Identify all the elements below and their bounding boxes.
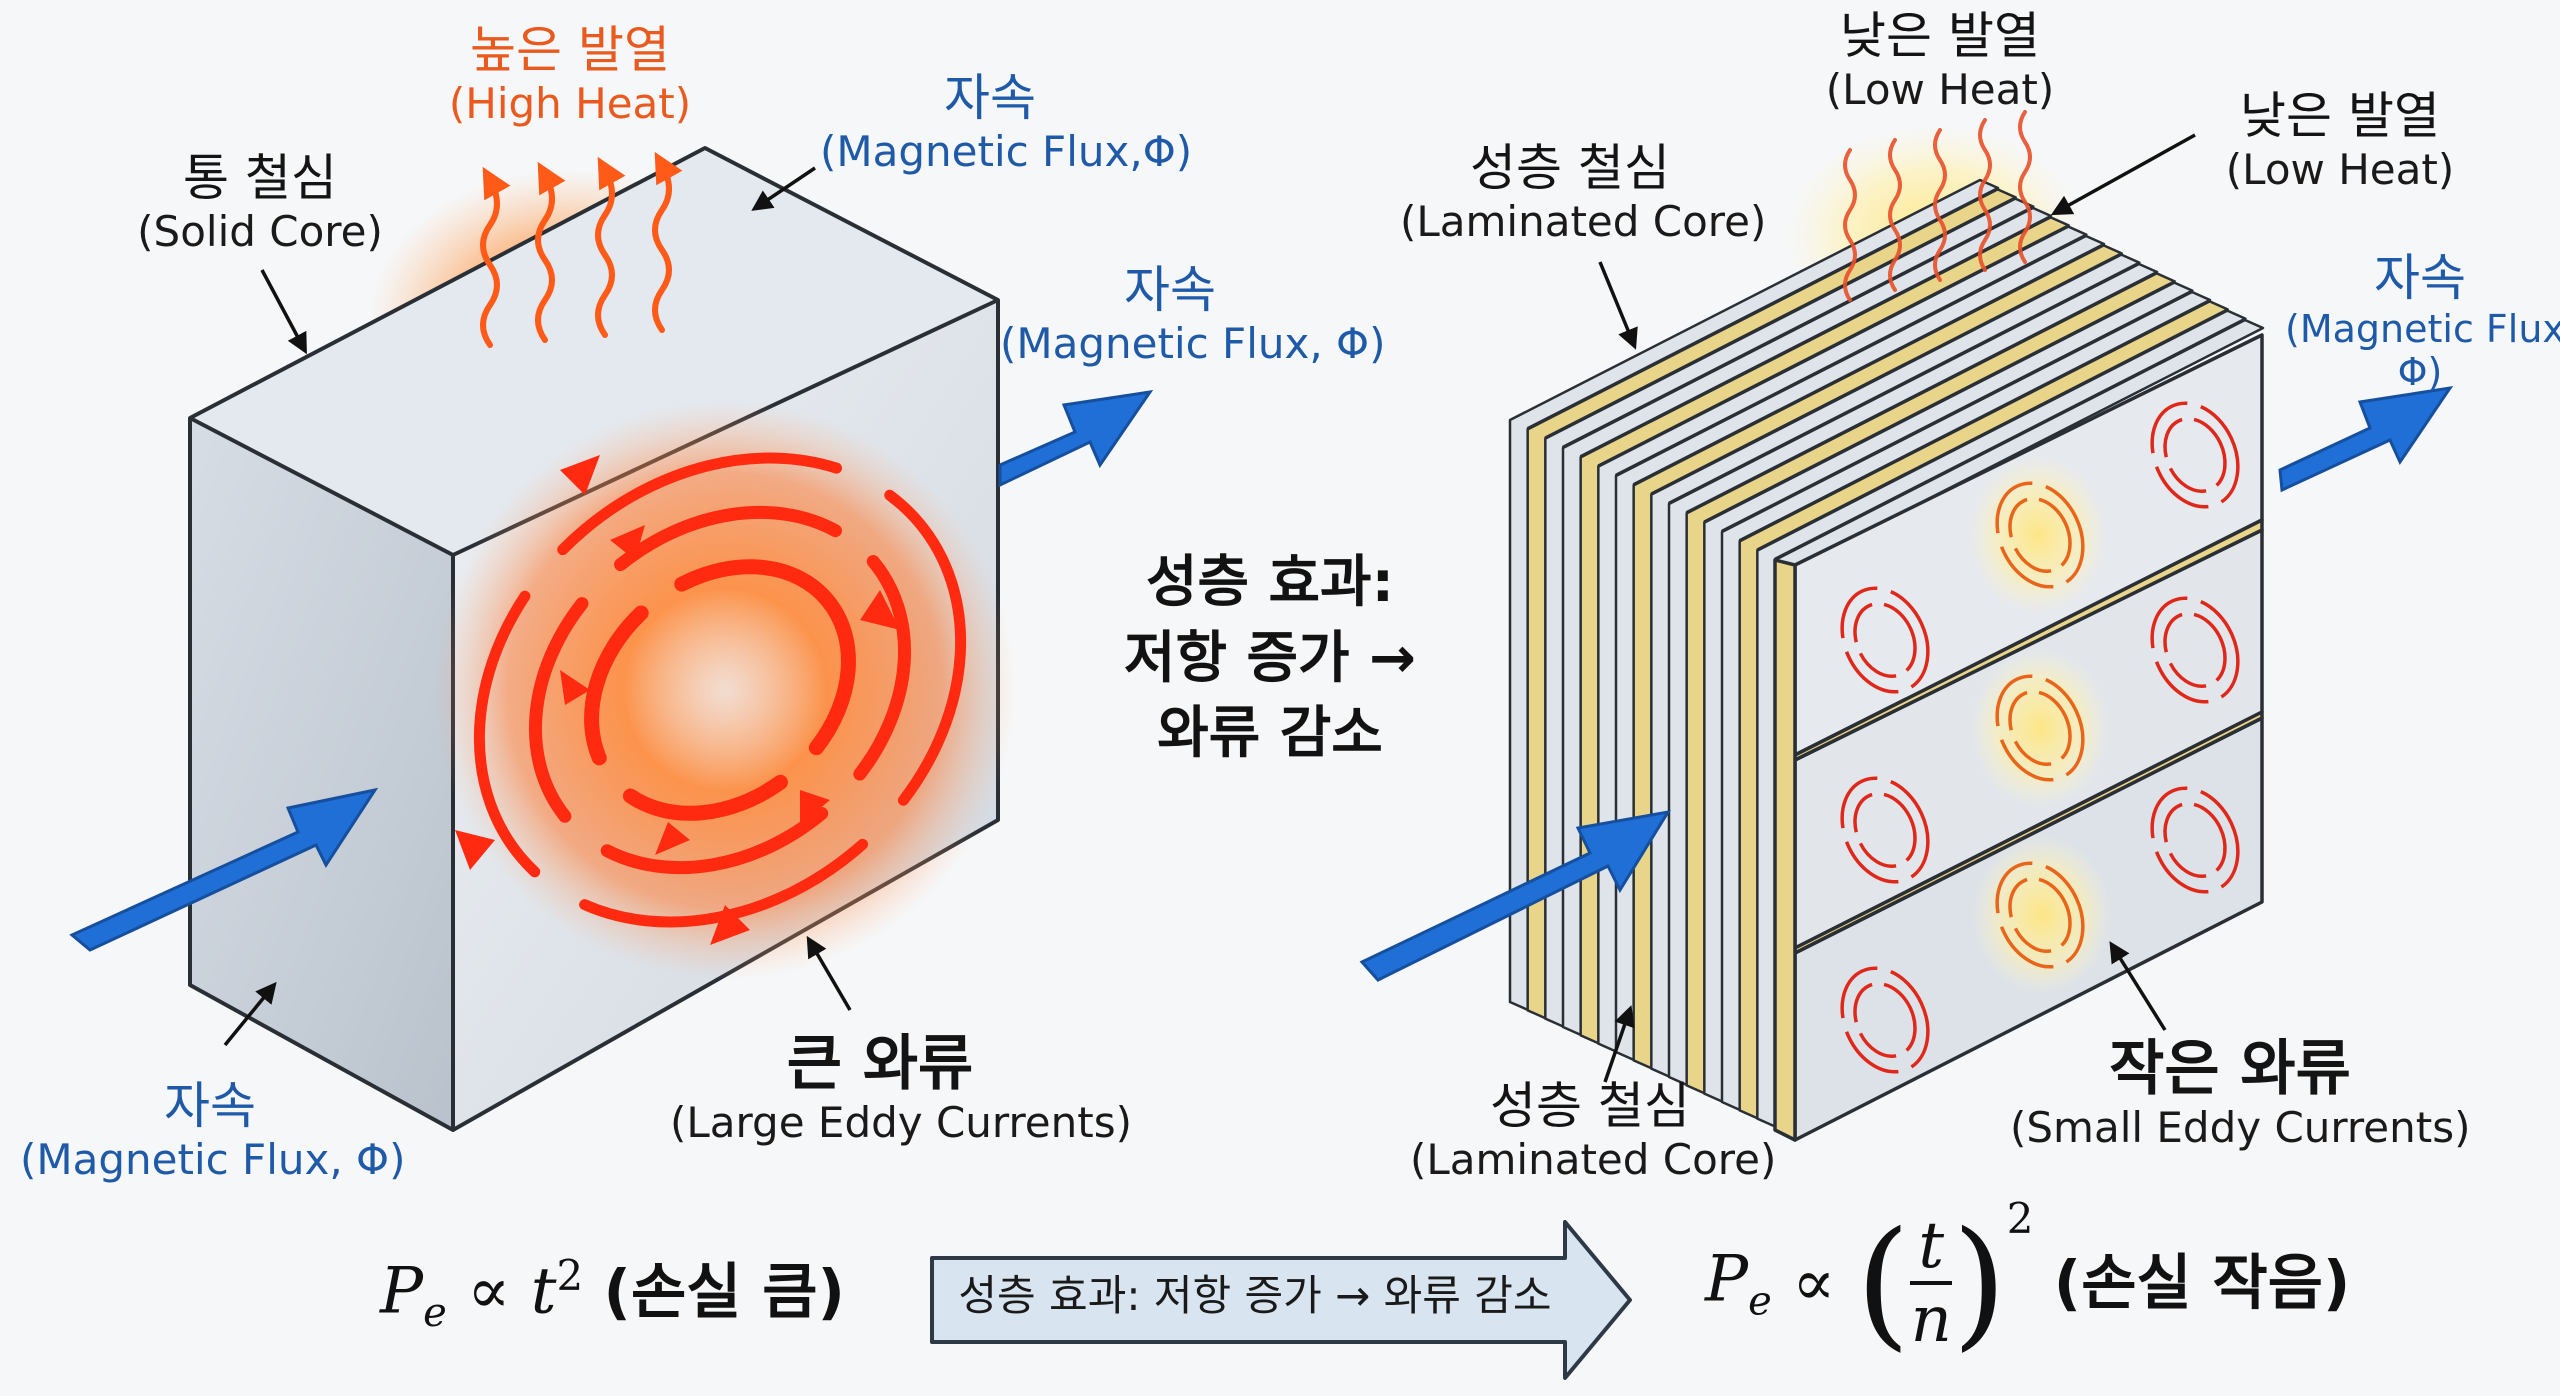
small-eddy-loop <box>2163 802 2227 878</box>
small-eddy-loop <box>1840 586 1930 694</box>
formula-left-exp: 2 <box>556 1251 584 1300</box>
paren-open: ( <box>1855 1202 1911 1366</box>
fraction-denominator: n <box>1910 1282 1952 1357</box>
flux-arrow-in-laminated <box>1359 809 1672 982</box>
large-eddy-current-loops <box>473 452 967 928</box>
laminated-core-top-label: 성층 철심 (Laminated Core) <box>1400 139 1767 246</box>
flux-top-label: 자속 (Magnetic Flux,Φ) <box>820 69 1193 176</box>
small-eddy-loop <box>1995 481 2085 589</box>
small-eddy-loop <box>1853 602 1917 678</box>
laminated-core-bottom-en: (Laminated Core) <box>1410 1134 1777 1184</box>
solid-core-top-face <box>190 148 998 555</box>
solid-core-front-face <box>190 418 453 1130</box>
large-eddy-ko: 큰 와류 <box>786 1029 974 1099</box>
low-heat-label-1: 낮은 발열 (Low Heat) <box>1800 7 2080 114</box>
high-heat-en: (High Heat) <box>448 78 692 128</box>
flux-right-ko: 자속 <box>1124 261 1216 319</box>
bottom-arrow-text: 성층 효과: 저항 증가 → 와류 감소 <box>958 1271 1552 1320</box>
small-eddy-ko: 작은 와류 <box>2109 1034 2351 1104</box>
high-heat-arrows <box>480 151 683 348</box>
large-eddy-label: 큰 와류 (Large Eddy Currents) <box>670 1029 1132 1147</box>
low-heat-2-ko: 낮은 발열 <box>2240 87 2440 145</box>
high-heat-label: 높은 발열 (High Heat) <box>440 21 700 128</box>
formula-right-note: (손실 작음) <box>2053 1248 2351 1319</box>
formula-left-note: (손실 큼) <box>603 1257 845 1328</box>
small-eddy-loop <box>1853 982 1917 1058</box>
small-eddy-loop <box>2150 596 2240 704</box>
formula-right-prop: ∝ <box>1792 1246 1836 1321</box>
flux-top-ko: 자속 <box>944 69 1036 127</box>
low-heat-2-en: (Low Heat) <box>2225 144 2455 194</box>
small-eddy-loop <box>2008 497 2072 573</box>
solid-core-block <box>69 146 1154 1132</box>
flux-arrow-in-solid <box>69 787 379 952</box>
small-eddy-loop <box>1853 792 1917 868</box>
small-eddy-current-loops <box>1840 401 2240 1074</box>
effect-line-2: 저항 증가 → <box>1124 625 1416 691</box>
formula-left: Pe ∝ t2 (손실 큼) <box>380 1251 900 1337</box>
high-heat-ko: 높은 발열 <box>470 21 670 79</box>
flux-laminated-label: 자속 (Magnetic Flux, Φ) <box>2285 249 2560 395</box>
eddy-glow <box>434 399 1015 980</box>
small-eddy-loop <box>2150 786 2240 894</box>
small-eddy-loop <box>2163 612 2227 688</box>
lamination-effect-text: 성층 효과: 저항 증가 → 와류 감소 <box>1100 545 1440 772</box>
effect-line-3: 와류 감소 <box>1157 701 1383 767</box>
formula-right-exp: 2 <box>2006 1194 2034 1243</box>
small-eddy-loop <box>2163 417 2227 493</box>
flux-laminated-en-1: (Magnetic Flux, <box>2285 306 2560 351</box>
small-eddy-loop <box>1840 966 1930 1074</box>
formula-left-t: t <box>530 1254 557 1329</box>
laminated-core-top-ko: 성층 철심 <box>1470 139 1670 197</box>
flux-laminated-en-2: Φ) <box>2397 350 2443 395</box>
small-eddy-loop <box>1995 861 2085 969</box>
formula-left-sub: e <box>423 1290 447 1337</box>
solid-core-label: 통 철심 (Solid Core) <box>120 149 400 256</box>
low-heat-1-en: (Low Heat) <box>1825 64 2055 114</box>
small-eddy-loop <box>2008 690 2072 766</box>
bottom-arrow-label: 성층 효과: 저항 증가 → 와류 감소 <box>945 1271 1565 1320</box>
low-heat-label-2: 낮은 발열 (Low Heat) <box>2200 87 2480 194</box>
formula-left-prop: ∝ <box>467 1254 511 1329</box>
laminated-core-bottom-label: 성층 철심 (Laminated Core) <box>1410 1077 1777 1184</box>
formula-right-sub: e <box>1748 1278 1772 1325</box>
laminated-core-bottom-ko: 성층 철심 <box>1490 1077 1690 1135</box>
flux-top-en: (Magnetic Flux,Φ) <box>820 126 1193 176</box>
flux-right-en: (Magnetic Flux, Φ) <box>1000 318 1386 368</box>
small-eddy-loop <box>2008 877 2072 953</box>
low-heat-arrows <box>1843 110 2032 302</box>
small-eddy-label: 작은 와류 (Small Eddy Currents) <box>2010 1034 2471 1152</box>
effect-line-1: 성층 효과: <box>1146 550 1394 615</box>
small-eddy-loop <box>2150 401 2240 509</box>
flux-bottom-label: 자속 (Magnetic Flux, Φ) <box>20 1077 406 1184</box>
laminated-core-top-en: (Laminated Core) <box>1400 196 1767 246</box>
small-eddy-loop <box>1840 776 1930 884</box>
bottom-effect-arrow <box>930 1220 1632 1380</box>
formula-right-P: P <box>1705 1242 1749 1317</box>
flux-arrow-out-laminated <box>2278 385 2454 493</box>
flux-laminated-ko: 자속 <box>2374 249 2466 307</box>
paren-close: ) <box>1952 1202 2007 1366</box>
flux-bottom-en: (Magnetic Flux, Φ) <box>20 1134 406 1184</box>
small-eddy-loop <box>1995 674 2085 782</box>
low-heat-1-ko: 낮은 발열 <box>1840 7 2040 65</box>
small-eddy-en: (Small Eddy Currents) <box>2010 1103 2471 1152</box>
flux-bottom-ko: 자속 <box>164 1077 256 1135</box>
formula-left-P: P <box>380 1254 424 1329</box>
flux-right-label: 자속 (Magnetic Flux, Φ) <box>1000 261 1386 368</box>
solid-core-en: (Solid Core) <box>137 206 383 256</box>
laminated-core-block <box>1359 110 2454 1142</box>
solid-core-ko: 통 철심 <box>183 149 337 207</box>
flux-arrow-out-solid <box>998 390 1154 488</box>
fraction-numerator: t <box>1910 1213 1953 1285</box>
large-eddy-en: (Large Eddy Currents) <box>670 1098 1132 1147</box>
